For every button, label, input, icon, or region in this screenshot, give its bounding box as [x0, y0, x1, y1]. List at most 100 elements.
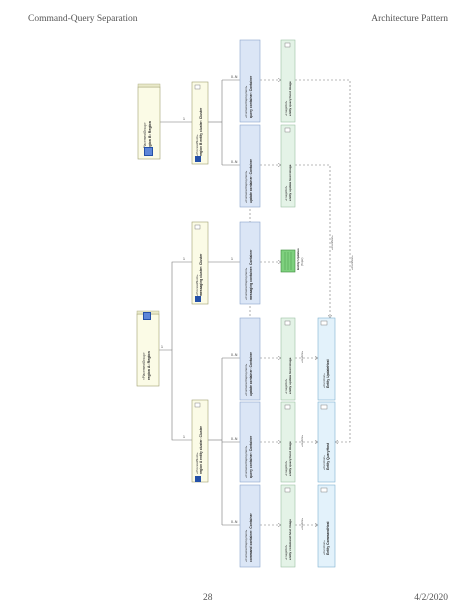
container-name: command container: Container [249, 513, 253, 562]
image-node-query-b[interactable]: «ImageRef» entity query host image [280, 39, 296, 123]
entity-name: Entity QueryHost [326, 442, 330, 470]
image-stereotype: «ImageRef» [284, 544, 288, 560]
dependency-label: «realize» [300, 517, 304, 530]
mult-one: 1 [231, 257, 233, 261]
image-icon [284, 487, 291, 493]
container-name: query container: Container [249, 75, 253, 118]
container-stereotype: «ContainerDeployment» [244, 170, 248, 203]
document-title: Command-Query Separation [28, 14, 138, 24]
document-date: 4/2/2020 [414, 593, 448, 603]
entity-stereotype: «Function» [322, 455, 326, 470]
dependency-label: «manifest» [330, 235, 334, 250]
container-stereotype: «ContainerDeployment» [244, 529, 248, 562]
multiplicity-labels: 1 1 1 1 0..N 0..N 0..N 1 0..N 0..N [161, 75, 238, 524]
mult-many: 0..N [231, 160, 238, 164]
mult-many: 0..N [231, 353, 238, 357]
container-name: update container: Container [249, 158, 253, 203]
image-name: entity update host image [288, 164, 292, 201]
page-number: 28 [203, 593, 213, 603]
image-stereotype: «ImageRef» [284, 460, 288, 476]
mult-one: 1 [183, 117, 185, 121]
function-icon [320, 320, 328, 326]
component-icon [194, 402, 201, 408]
topic-node-entity-updates[interactable]: Entity Updates (Topic) [280, 248, 304, 273]
cluster-name: messaging cluster: Cluster [199, 253, 203, 296]
document-category: Architecture Pattern [371, 14, 448, 24]
entity-name: Entity UpdateHost [326, 359, 330, 388]
cluster-name: region B entity cluster: Cluster [199, 107, 203, 156]
mult-one: 1 [161, 345, 163, 349]
entity-name: Entity CommandHost [326, 521, 330, 555]
dependency-label: «realize» [300, 434, 304, 447]
image-stereotype: «ImageRef» [284, 100, 288, 116]
link-region-a-cluster-2 [171, 261, 192, 350]
image-icon [284, 127, 291, 133]
container-name: query container: Container [249, 435, 253, 478]
function-icon [320, 487, 328, 493]
cluster-stereotype: «ProcessBlock» [195, 134, 199, 156]
image-node-query-a[interactable]: «ImageRef» entity query host image [280, 401, 296, 483]
image-node-update-a[interactable]: «ImageRef» entity update host image [280, 317, 296, 401]
container-stereotype: «ContainerDeployment» [244, 445, 248, 478]
image-icon [284, 320, 291, 326]
image-icon [284, 404, 291, 410]
region-name: region B: Region [148, 121, 152, 150]
entity-node-update-host[interactable]: «Function» Entity UpdateHost [317, 317, 336, 401]
image-node-update-b[interactable]: «ImageRef» entity update host image [280, 124, 296, 208]
mult-many: 0..N [231, 437, 238, 441]
region-name: region A: Region [147, 351, 151, 380]
entity-icons [320, 320, 328, 493]
entity-stereotype: «Function» [322, 540, 326, 555]
entity-stereotype: «Function» [322, 373, 326, 388]
container-node-query-b[interactable]: «ContainerDeployment» query container: C… [239, 39, 261, 123]
cluster-icon [195, 156, 201, 162]
image-name: entity update host image [288, 357, 292, 394]
container-node-query-a[interactable]: «ContainerDeployment» query container: C… [239, 401, 261, 483]
container-stereotype: «ContainerDeployment» [244, 363, 248, 396]
image-stereotype: «ImageRef» [284, 185, 288, 201]
region-stereotype: «PlacementGroup» [142, 352, 146, 380]
link-i5-e2 [295, 79, 351, 442]
container-node-messaging[interactable]: «ContainerDeployment» messaging containe… [239, 221, 261, 305]
region-node-b[interactable]: «PlacementGroup» region B: Region [137, 83, 161, 160]
cluster-name: region A entity cluster: Cluster [199, 425, 203, 474]
image-name: entity command host image [288, 519, 292, 560]
image-name: entity query host image [288, 81, 292, 116]
entity-node-query-host[interactable]: «Function» Entity QueryHost [317, 401, 336, 483]
cluster-stereotype: «ProcessBlock» [195, 274, 199, 296]
region-node-a[interactable]: «PlacementGroup» region A: Region [136, 310, 160, 387]
dependency-label: «realize» [300, 350, 304, 363]
image-stereotype: «ImageRef» [284, 378, 288, 394]
image-node-command[interactable]: «ImageRef» entity command host image [280, 484, 296, 568]
cluster-node-2[interactable]: «ProcessBlock» messaging cluster: Cluste… [191, 221, 209, 305]
dependency-label: «manifest» [350, 255, 354, 270]
cluster-node-1[interactable]: «ProcessBlock» region A entity cluster: … [191, 399, 209, 483]
topic-name: Entity Updates [296, 248, 300, 270]
entity-node-command-host[interactable]: «Function» Entity CommandHost [317, 484, 336, 568]
mult-one: 1 [183, 257, 185, 261]
container-node-update-a[interactable]: «ContainerDeployment» update container: … [239, 317, 261, 401]
cluster-stereotype: «ProcessBlock» [195, 452, 199, 474]
container-node-update-b[interactable]: «ContainerDeployment» update container: … [239, 124, 261, 208]
topic-kind: (Topic) [300, 258, 304, 266]
container-stereotype: «ContainerDeployment» [244, 85, 248, 118]
function-icon [320, 404, 328, 410]
connectors [159, 79, 351, 525]
container-node-command[interactable]: «ContainerDeployment» command container:… [239, 484, 261, 568]
region-stereotype: «PlacementGroup» [143, 122, 147, 150]
container-name: update container: Container [249, 351, 253, 396]
link-region-a-cluster-1 [159, 349, 192, 441]
region-icon-inner [144, 313, 150, 319]
mult-many: 0..N [231, 75, 238, 79]
cluster-node-3[interactable]: «ProcessBlock» region B entity cluster: … [191, 81, 209, 165]
component-icon [194, 224, 201, 230]
image-icons [284, 42, 291, 493]
cluster-icon [195, 476, 201, 482]
link-i4-e3 [295, 164, 330, 318]
container-stereotype: «ContainerDeployment» [244, 267, 248, 300]
component-icon [194, 84, 201, 90]
image-icon [284, 42, 291, 48]
dependency-labels: «realize» «realize» «realize» «manifest»… [300, 235, 354, 530]
container-name: messaging container: Container [249, 249, 253, 300]
